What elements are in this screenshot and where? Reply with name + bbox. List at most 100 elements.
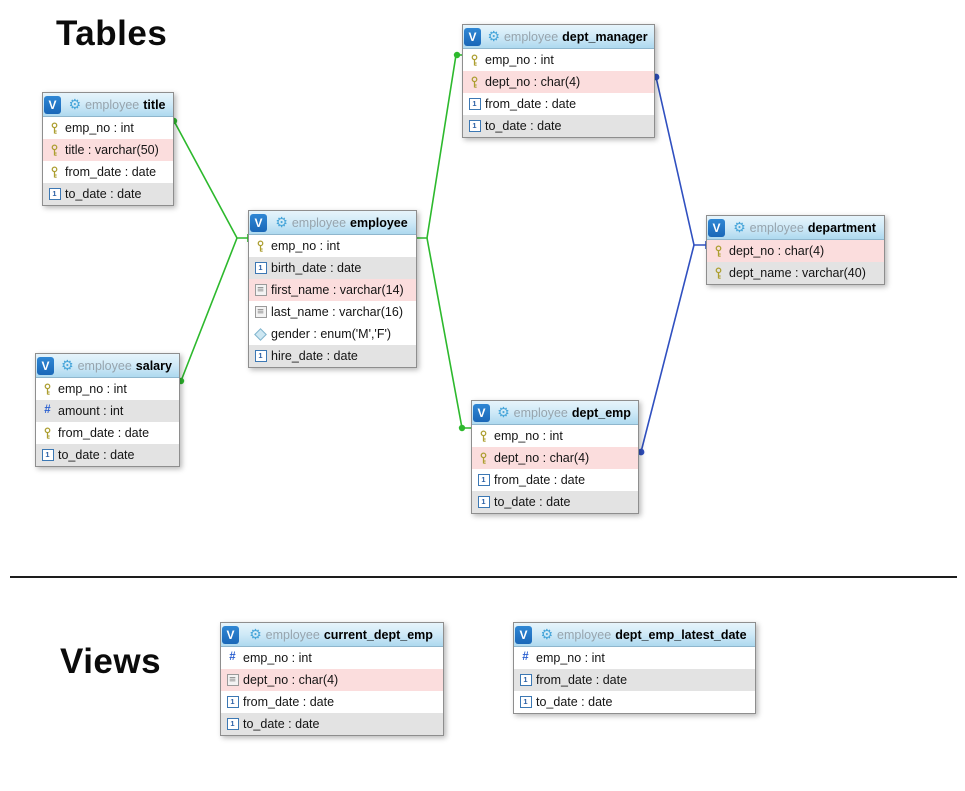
view-badge-icon: V bbox=[708, 218, 725, 237]
column-label: to_date : date bbox=[494, 495, 571, 509]
tables-heading: Tables bbox=[56, 14, 168, 53]
column-label: gender : enum('M','F') bbox=[271, 327, 392, 341]
column-label: emp_no : int bbox=[65, 121, 134, 135]
table-row: gender : enum('M','F') bbox=[249, 323, 416, 345]
date-icon: 1 bbox=[467, 120, 482, 132]
table-row: # emp_no : int bbox=[514, 647, 755, 669]
column-label: first_name : varchar(14) bbox=[271, 283, 404, 297]
view-badge-icon: V bbox=[515, 625, 532, 644]
gear-icon: ⚙ bbox=[733, 219, 746, 236]
column-label: from_date : date bbox=[58, 426, 150, 440]
column-label: emp_no : int bbox=[536, 651, 605, 665]
view-badge-icon: V bbox=[464, 27, 481, 46]
gear-icon: ⚙ bbox=[275, 214, 288, 231]
table-name: employee bbox=[350, 215, 408, 230]
table-row: emp_no : int bbox=[43, 117, 173, 139]
key-icon bbox=[467, 75, 482, 89]
gear-icon: ⚙ bbox=[61, 357, 74, 374]
table-row: from_date : date bbox=[43, 161, 173, 183]
column-label: to_date : date bbox=[485, 119, 562, 133]
column-label: from_date : date bbox=[536, 673, 628, 687]
column-label: birth_date : date bbox=[271, 261, 362, 275]
view-badge-icon: V bbox=[473, 403, 490, 422]
column-label: to_date : date bbox=[243, 717, 320, 731]
number-icon: # bbox=[522, 651, 529, 664]
key-icon bbox=[467, 53, 482, 67]
schema-label: employee bbox=[265, 627, 320, 642]
table-name: department bbox=[807, 220, 876, 235]
column-label: from_date : date bbox=[243, 695, 335, 709]
table-row: # emp_no : int bbox=[221, 647, 443, 669]
table-row: #amount : int bbox=[36, 400, 179, 422]
date-icon: 1 bbox=[518, 696, 533, 708]
column-label: emp_no : int bbox=[494, 429, 563, 443]
table-row: ≡dept_no : char(4) bbox=[221, 669, 443, 691]
column-label: to_date : date bbox=[536, 695, 613, 709]
key-icon bbox=[40, 426, 55, 440]
view-badge-icon: V bbox=[37, 356, 54, 375]
enum-icon bbox=[253, 327, 268, 341]
date-icon: 1 bbox=[225, 696, 240, 708]
date-icon: 1 bbox=[253, 350, 268, 362]
column-label: dept_no : char(4) bbox=[243, 673, 339, 687]
date-icon: 1 bbox=[476, 496, 491, 508]
view-badge-icon: V bbox=[44, 95, 61, 114]
number-icon: # bbox=[44, 404, 51, 417]
table-name: dept_emp bbox=[571, 405, 631, 420]
key-icon bbox=[476, 429, 491, 443]
key-icon bbox=[711, 266, 726, 280]
column-label: dept_no : char(4) bbox=[485, 75, 581, 89]
date-icon: 1 bbox=[40, 449, 55, 461]
column-label: from_date : date bbox=[65, 165, 157, 179]
column-label: to_date : date bbox=[58, 448, 135, 462]
key-icon bbox=[47, 121, 62, 135]
gear-icon: ⚙ bbox=[68, 96, 82, 113]
key-icon bbox=[47, 165, 62, 179]
table-name: dept_manager bbox=[562, 29, 648, 44]
key-icon bbox=[40, 382, 55, 396]
column-label: emp_no : int bbox=[243, 651, 312, 665]
date-icon: 1 bbox=[467, 98, 482, 110]
column-label: dept_no : char(4) bbox=[494, 451, 590, 465]
text-icon: ≡ bbox=[253, 306, 268, 318]
view-badge-icon: V bbox=[250, 213, 267, 232]
schema-label: employee bbox=[291, 215, 347, 230]
views-heading: Views bbox=[60, 642, 162, 681]
column-label: last_name : varchar(16) bbox=[271, 305, 404, 319]
table-name: salary bbox=[135, 358, 172, 373]
number-icon: # bbox=[229, 651, 236, 664]
table-row: title : varchar(50) bbox=[43, 139, 173, 161]
table-row: dept_no : char(4) bbox=[472, 447, 638, 469]
table-row: emp_no : int bbox=[249, 235, 416, 257]
column-label: emp_no : int bbox=[271, 239, 340, 253]
column-label: title : varchar(50) bbox=[65, 143, 159, 157]
table-row: ≡last_name : varchar(16) bbox=[249, 301, 416, 323]
table-row: emp_no : int bbox=[36, 378, 179, 400]
text-icon: ≡ bbox=[253, 284, 268, 296]
table-row: dept_name : varchar(40) bbox=[707, 262, 884, 284]
table-row: emp_no : int bbox=[463, 49, 654, 71]
table-name: dept_emp_latest_date bbox=[615, 627, 747, 642]
gear-icon: ⚙ bbox=[497, 404, 510, 421]
